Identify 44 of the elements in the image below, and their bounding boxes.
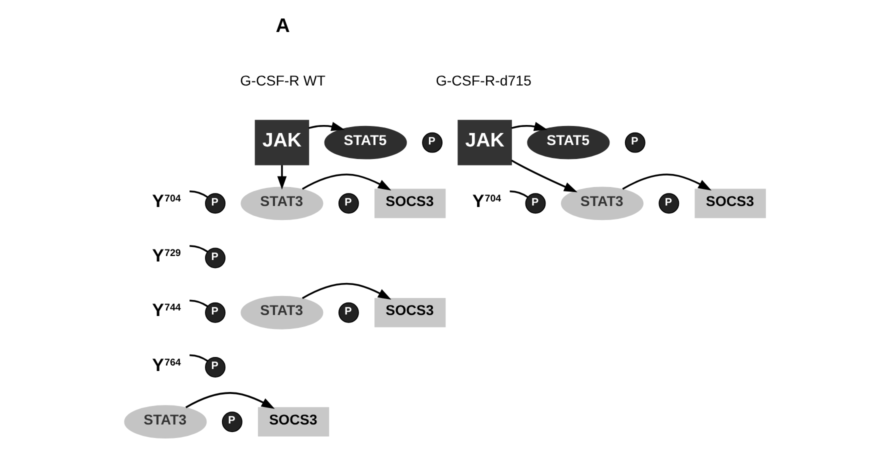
arrow (510, 160, 577, 192)
node-text: Y$^{764}$ (152, 354, 180, 375)
node-ellipse: STAT3 (240, 186, 323, 220)
node-box: SOCS3 (374, 188, 446, 218)
connector (189, 354, 208, 362)
node-circle: P (338, 193, 358, 214)
node-circle: P (204, 357, 225, 378)
label: G-CSF-R WT (240, 73, 325, 90)
arrow (276, 165, 286, 190)
arrow (301, 282, 391, 300)
node-circle: P (658, 193, 679, 214)
node-circle: P (204, 302, 225, 323)
node-circle: P (338, 302, 358, 323)
node-ellipse: STAT5 (324, 126, 406, 160)
node-ellipse: STAT5 (526, 126, 610, 160)
node-circle: P (524, 193, 546, 214)
node-text: Y$^{729}$ (152, 246, 180, 266)
node-circle: P (221, 412, 242, 432)
node-box: JAK (457, 120, 512, 166)
node-text: Y$^{704}$ (152, 190, 180, 211)
connector (509, 190, 528, 198)
node-ellipse: STAT3 (560, 186, 643, 220)
node-circle: P (204, 248, 225, 268)
arrow (301, 174, 391, 190)
label: G-CSF-R-d715 (435, 73, 531, 90)
node-ellipse: STAT3 (124, 405, 206, 439)
connector (189, 190, 208, 198)
node-box: SOCS3 (374, 298, 446, 328)
node-text: Y$^{744}$ (152, 300, 180, 320)
node-box: SOCS3 (694, 188, 766, 218)
label: A (275, 14, 290, 37)
arrow (308, 122, 344, 131)
arrow (510, 122, 547, 131)
arrow (622, 174, 712, 190)
node-ellipse: STAT3 (240, 296, 323, 330)
node-circle: P (422, 132, 442, 153)
connector (189, 245, 208, 253)
node-circle: P (204, 193, 225, 214)
connector (189, 300, 208, 308)
node-text: Y$^{704}$ (472, 190, 501, 211)
node-box: JAK (254, 120, 309, 166)
node-circle: P (624, 132, 645, 153)
arrow (184, 392, 274, 409)
node-box: SOCS3 (257, 407, 329, 436)
